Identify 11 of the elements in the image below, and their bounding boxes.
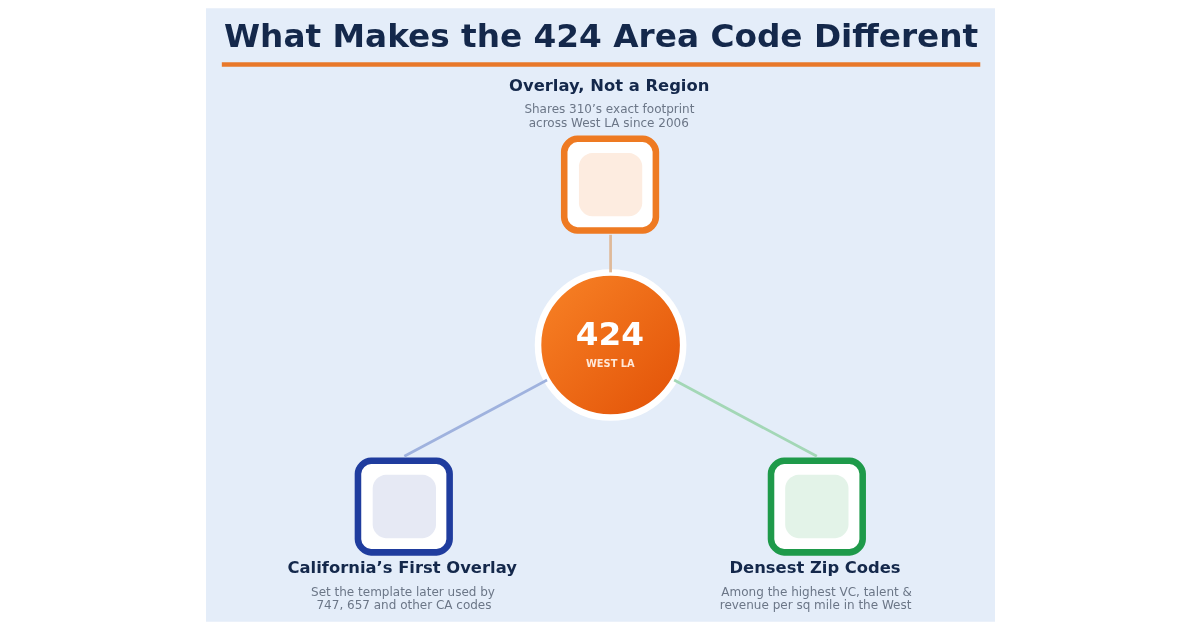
node-label: Set the template later used by 747, 657 and other CA codes [310,584,495,612]
node-label: California’s First Overlay [287,558,517,578]
connector [608,234,612,273]
node-label: Shares 310’s exact footprint across West LA since 2006 [523,102,694,130]
diagram-title: What Makes the 424 Area Code Different [223,17,978,56]
node-label: Densest Zip Codes [729,558,901,578]
node-circle: 424 WEST LA [534,269,686,421]
connector [673,378,817,458]
node-label: Overlay, Not a Region [508,75,709,95]
node-label: Among the highest VC, talent & revenue per sq mile in the West [719,584,912,612]
connector [403,378,548,458]
